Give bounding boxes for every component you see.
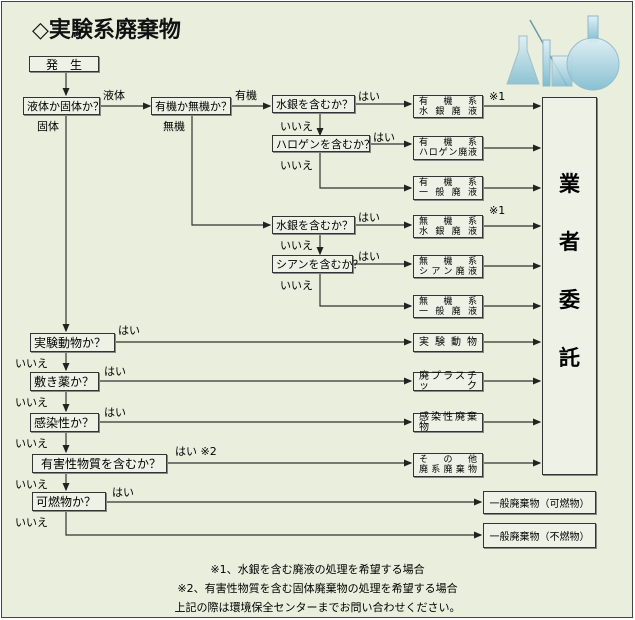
edge-label-organic: 有機	[235, 89, 257, 102]
output-organic-general-waste: 有 機 系一 般 廃 液	[413, 176, 483, 200]
output-line: シアン廃液	[419, 266, 477, 277]
output-line: そ の 他	[419, 455, 477, 465]
decision-organic-mercury: 水銀を含むか？	[272, 95, 355, 113]
output-line: 感染性廃棄物	[419, 411, 477, 433]
decision-lab-animal: 実験動物か？	[30, 333, 115, 352]
edge-label-no: いいえ	[280, 279, 313, 292]
decision-bedding: 敷き薬か？	[30, 372, 99, 391]
output-line: 無 機 系	[419, 216, 477, 227]
edge-label-solid: 固体	[37, 120, 59, 133]
output-other-waste: そ の 他廃系廃棄物	[413, 453, 483, 477]
footnote-marker: ※1	[489, 204, 506, 217]
output-lab-animal: 実 験 動 物	[413, 333, 483, 352]
contractor-char: 業	[559, 172, 580, 196]
edge-label-inorganic: 無機	[163, 120, 185, 133]
output-line: 一 般 廃 液	[419, 188, 477, 198]
output-inorganic-cyanide-waste: 無 機 系シアン廃液	[413, 255, 483, 278]
contractor-char: 託	[559, 346, 580, 370]
output-organic-halogen-waste: 有 機 系ハロゲン廃液	[413, 136, 483, 160]
decision-combustible: 可燃物か？	[32, 492, 106, 511]
decision-infectious: 感染性か？	[30, 413, 99, 432]
output-line: 有 機 系	[419, 138, 477, 148]
edge-label-no: いいえ	[15, 437, 48, 450]
page-title: ◇実験系廃棄物	[32, 18, 181, 43]
edge-label-yes: はい	[112, 486, 134, 499]
footnote-marker: ※1	[489, 90, 506, 103]
output-inorganic-mercury-waste: 無 機 系水 銀 廃 液	[413, 215, 483, 238]
decision-halogen: ハロゲンを含むか？	[272, 135, 375, 152]
output-inorganic-general-waste: 無 機 系一 般 廃 液	[413, 295, 483, 318]
edge-label-yes: はい	[358, 90, 380, 103]
edge-label-no: いいえ	[15, 396, 48, 409]
edge-label-no: いいえ	[15, 516, 48, 529]
output-line: 無 機 系	[419, 256, 477, 267]
decision-inorganic-mercury: 水銀を含むか？	[272, 216, 355, 234]
edge-label-no: いいえ	[280, 120, 313, 133]
edge-label-yes: はい	[358, 250, 380, 263]
edge-label-yes: はい	[118, 324, 140, 337]
decision-hazardous: 有害性物質を含むか？	[32, 454, 167, 473]
start-box: 発 生	[29, 56, 99, 72]
contractor-char: 委	[559, 288, 580, 312]
edge-label-liquid: 液体	[103, 89, 125, 102]
edge-label-no: いいえ	[280, 239, 313, 252]
edge-label-no: いいえ	[15, 478, 48, 491]
output-line: 一 般 廃 液	[419, 306, 477, 317]
edge-label-yes: はい	[104, 406, 126, 419]
footnote-contact: 上記の際は環境保全センターまでお問い合わせください。	[174, 601, 461, 614]
decision-organic-or-inorganic: 有機か無機か？	[151, 97, 232, 115]
output-infectious-waste: 感染性廃棄物	[413, 411, 483, 433]
decision-liquid-or-solid: 液体か固体か？	[23, 97, 104, 115]
lab-glassware-icon	[506, 15, 620, 91]
output-line: 有 機 系	[419, 96, 477, 107]
output-line: 無 機 系	[419, 296, 477, 307]
output-line: 水 銀 廃 液	[419, 106, 477, 117]
output-general-noncombustible: 一般廃棄物（不燃物）	[483, 523, 596, 548]
output-line: 水 銀 廃 液	[419, 226, 477, 237]
edge-label-yes: はい	[104, 365, 126, 378]
output-line: 廃系廃棄物	[419, 465, 477, 475]
output-general-combustible: 一般廃棄物（可燃物）	[483, 491, 596, 514]
output-organic-mercury-waste: 有 機 系水 銀 廃 液	[413, 95, 483, 118]
edge-label-no: いいえ	[15, 357, 48, 370]
footnote-1: ※1、水銀を含む廃液の処理を希望する場合	[210, 563, 425, 576]
output-line: 廃プラスチック	[419, 370, 477, 392]
output-line: 実 験 動 物	[419, 336, 477, 348]
contractor-char: 者	[559, 230, 580, 254]
output-line: 有 機 系	[419, 178, 477, 188]
edge-label-yes: はい	[373, 131, 395, 144]
output-waste-plastic: 廃プラスチック	[413, 370, 483, 392]
edge-label-no: いいえ	[280, 159, 313, 172]
output-line: ハロゲン廃液	[419, 148, 477, 158]
contractor-box: 業 者 委 託	[542, 97, 597, 475]
decision-cyanide: シアンを含むか？	[272, 255, 364, 273]
footnote-2: ※2、有害性物質を含む固体廃棄物の処理を希望する場合	[177, 582, 458, 595]
edge-label-yes: はい	[358, 211, 380, 224]
edge-label-yes: はい ※2	[175, 445, 217, 458]
